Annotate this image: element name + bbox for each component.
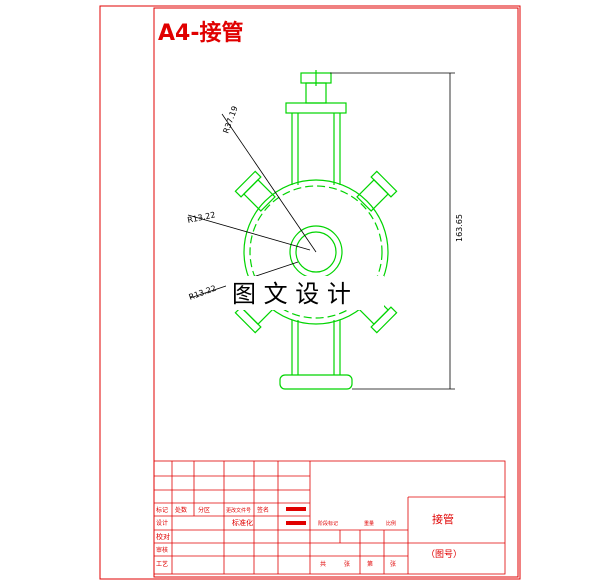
title-block-frame: [153, 460, 506, 575]
tb-standardization-label: 标准化: [232, 518, 253, 527]
tb-sheet-unit-1: 张: [344, 560, 350, 568]
dim-leader-large: [221, 113, 317, 253]
tb-design-label: 设计: [156, 519, 168, 527]
dim-leader-mid: [187, 214, 311, 251]
main-shell-inner: [249, 185, 383, 319]
dimensions: [187, 72, 455, 390]
central-nozzle-inner: [295, 231, 337, 273]
watermark-background: [226, 276, 384, 310]
main-shell-outer: [243, 179, 389, 325]
tb-sheet-current-label: 第: [367, 560, 373, 568]
title-block: [153, 460, 506, 575]
tb-zone-label: 分区: [198, 506, 210, 514]
nozzle-upper-left: [234, 170, 276, 212]
dim-radius-mid: R13.22: [187, 210, 217, 225]
dim-radius-large: R37.19: [221, 105, 239, 135]
drawing-border: [153, 7, 519, 578]
tb-signature-label: 签名: [257, 506, 269, 514]
top-neck: [305, 82, 327, 104]
bottom-flange: [279, 374, 353, 390]
tb-mark-label: 标记: [156, 506, 168, 514]
nozzle-upper-right: [356, 170, 398, 212]
signature-mark-1: [286, 507, 306, 511]
tb-review-label: 审核: [156, 546, 168, 554]
tb-check-label: 校对: [156, 532, 170, 541]
tb-drawing-number: （图号）: [426, 549, 462, 560]
dim-height: 163.65: [455, 214, 464, 242]
tb-change-doc-label: 更改文件号: [226, 507, 251, 514]
tb-sheet-total-label: 共: [320, 560, 326, 568]
tb-process-label: 工艺: [156, 560, 168, 568]
tb-weight-label: 重量: [364, 520, 374, 527]
tb-stage-mark-label: 阶段标记: [318, 520, 338, 527]
tb-count-label: 处数: [175, 506, 187, 514]
drawing-title: A4-接管: [158, 20, 243, 46]
top-flange: [285, 102, 347, 114]
signature-mark-2: [286, 521, 306, 525]
drawing-frame: [99, 5, 521, 580]
tb-scale-label: 比例: [386, 520, 396, 527]
dim-radius-small: R13.22: [188, 284, 218, 302]
pipe-fitting-geometry: [234, 70, 398, 390]
watermark-text: 图 文 设 计: [232, 280, 351, 308]
tb-part-name: 接管: [432, 512, 454, 526]
tb-sheet-unit-2: 张: [390, 560, 396, 568]
